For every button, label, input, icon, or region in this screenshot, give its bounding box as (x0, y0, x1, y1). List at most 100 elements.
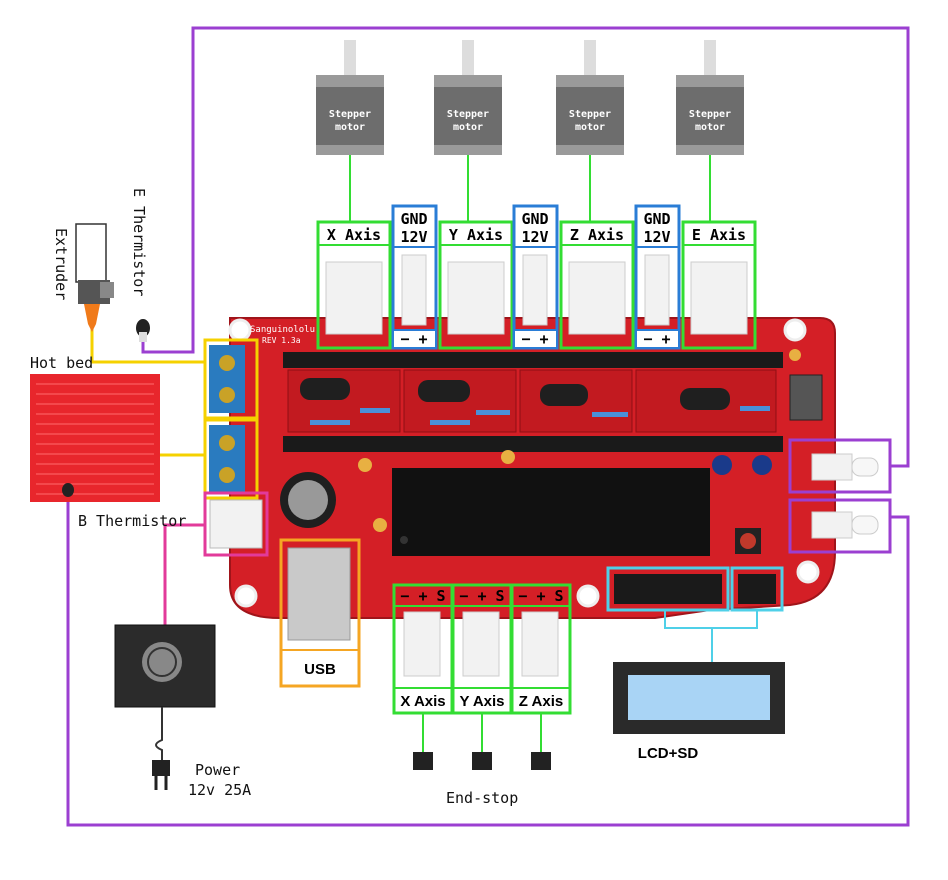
endstop-y-label: Y Axis (459, 693, 504, 710)
endstop-plug (521, 611, 559, 677)
endstop-switches (422, 713, 542, 752)
stepper-motors: Stepper motor Stepper motor Stepper moto… (316, 40, 744, 155)
power-plug (522, 254, 548, 326)
gnd-label: GND (400, 210, 427, 228)
capacitor (418, 380, 470, 402)
extruder-body (75, 223, 107, 283)
extruder-nozzle (84, 304, 100, 332)
polarity-box (513, 329, 558, 349)
endstop-pins-label: − + S (459, 587, 504, 605)
y-axis-label: Y Axis (449, 226, 503, 244)
capacitor (373, 518, 387, 532)
voltage-label: 12V (521, 228, 548, 246)
x-motor-plug (325, 261, 383, 335)
reset-button-cap (740, 533, 756, 549)
microcontroller-chip (392, 468, 710, 556)
resistors (310, 406, 770, 425)
lcd-label: LCD+SD (638, 745, 699, 762)
motor-label: Stepper (689, 109, 731, 120)
power-input-connector (203, 491, 269, 557)
mount-hole (576, 584, 600, 608)
voltage-label: 12V (643, 228, 670, 246)
lcd-display (613, 662, 785, 734)
plug-icon (152, 760, 170, 776)
voltage-regulator (789, 374, 823, 421)
mount-hole (228, 318, 252, 342)
polarity-label: − + (521, 330, 548, 348)
x-axis-connector-box (316, 220, 392, 350)
mount-hole (234, 584, 258, 608)
motor-label: Stepper (329, 109, 371, 120)
endstop-switch-icon (472, 752, 492, 770)
e-thermistor-label: E Thermistor (130, 188, 148, 296)
motor-label: Stepper (447, 109, 489, 120)
power-label: Power (195, 761, 240, 779)
z-motor-plug (568, 261, 626, 335)
hot-bed-label: Hot bed (30, 354, 93, 372)
power-plug (644, 254, 670, 326)
mount-hole (796, 560, 820, 584)
power-cord (155, 707, 163, 760)
polarity-label: − + (400, 330, 427, 348)
endstop-switch-icon (531, 752, 551, 770)
endstop-label: End-stop (446, 789, 518, 807)
terminal-screw (219, 467, 235, 483)
thermistor-connectors (788, 438, 892, 554)
usb-port (287, 547, 351, 641)
motor-wires (349, 155, 711, 222)
endstop-pins-label: − + S (518, 587, 563, 605)
motor-label: motor (453, 122, 483, 133)
capacitor (300, 378, 350, 400)
capacitor (680, 388, 730, 410)
e-motor-plug (690, 261, 748, 335)
extruder-clamp (100, 282, 114, 298)
capacitor (712, 455, 732, 475)
capacitor (358, 458, 372, 472)
gnd-label: GND (521, 210, 548, 228)
top-connectors: X Axis GND 12V − + Y Axis GND 12V − + Z … (316, 204, 757, 350)
endstop-plug (462, 611, 500, 677)
power-plug (401, 254, 427, 326)
power-wiring (163, 523, 205, 625)
motor-label: motor (575, 122, 605, 133)
stepper-driver-e (635, 369, 777, 433)
capacitor (540, 384, 588, 406)
endstop-switch-icon (413, 752, 433, 770)
endstop-connectors: − + S X Axis − + S Y Axis − + S Z Axis (392, 583, 572, 715)
power-spec-label: 12v 25A (188, 781, 251, 799)
motor-label: motor (695, 122, 725, 133)
terminal-screw (219, 435, 235, 451)
endstop-plug (403, 611, 441, 677)
lcd-headers (606, 566, 784, 662)
stepper-motor-z: Stepper motor (556, 40, 624, 155)
polarity-box (635, 329, 680, 349)
terminal-screw (219, 387, 235, 403)
board-revision: REV 1.3a (262, 336, 301, 345)
polarity-label: − + (643, 330, 670, 348)
motor-label: motor (335, 122, 365, 133)
e-thermistor-assembly: E Thermistor (130, 188, 150, 342)
x-axis-label: X Axis (327, 226, 381, 244)
stepper-motor-e: Stepper motor (676, 40, 744, 155)
hot-bed (30, 374, 160, 502)
stepper-driver-z (519, 369, 633, 433)
heater-terminals (203, 338, 259, 500)
motor-label: Stepper (569, 109, 611, 120)
endstop-z-label: Z Axis (519, 693, 563, 710)
pin-header-top (283, 352, 783, 368)
voltage-label: 12V (400, 228, 427, 246)
endstop-x-label: X Axis (400, 693, 445, 710)
main-capacitor-top (288, 480, 328, 520)
controller-board: Sanguinololu REV 1.3a (228, 317, 836, 619)
z-axis-connector-box (559, 220, 635, 350)
chip-notch (400, 536, 408, 544)
fan-grill (147, 647, 177, 677)
terminal-screw (219, 355, 235, 371)
usb-label: USB (304, 661, 336, 678)
extruder-assembly: Extruder (52, 223, 114, 332)
mount-hole (783, 318, 807, 342)
pin-header-middle (283, 436, 783, 452)
board-brand: Sanguinololu (250, 325, 315, 335)
endstop-pins-label: − + S (400, 587, 445, 605)
